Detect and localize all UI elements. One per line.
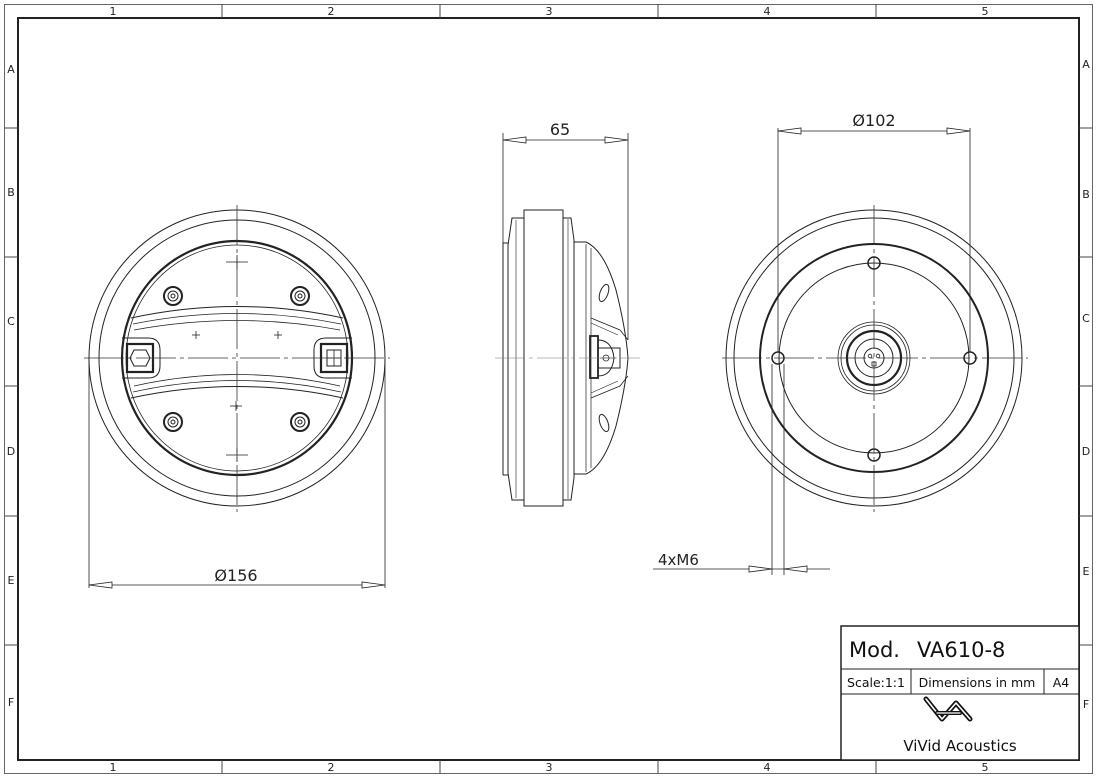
zone-col-5-top: 5	[982, 5, 989, 18]
zone-row-e-right: E	[1083, 565, 1090, 578]
zone-col-3-bottom: 3	[546, 761, 553, 774]
side-view: 65	[495, 120, 640, 507]
zone-row-c-left: C	[7, 315, 15, 328]
zone-col-2-bottom: 2	[328, 761, 335, 774]
title-model-prefix: Mod.	[849, 638, 900, 662]
zone-row-a-right: A	[1082, 58, 1090, 71]
zone-row-f-right: F	[1083, 698, 1089, 711]
vivid-acoustics-logo-icon	[923, 696, 973, 722]
zone-col-5-bottom: 5	[982, 761, 989, 774]
zone-row-b-right: B	[1082, 188, 1090, 201]
zone-row-f-left: F	[8, 696, 14, 709]
title-model-number: VA610-8	[917, 638, 1005, 662]
zone-col-3-top: 3	[546, 5, 553, 18]
front-diameter-dimension	[88, 358, 386, 589]
rear-hole-callout-label: 4xM6	[658, 551, 699, 569]
side-depth-dimension	[502, 133, 629, 340]
zone-col-4-top: 4	[764, 5, 771, 18]
rear-bolt-circle-dimension	[777, 127, 971, 352]
zone-row-e-left: E	[8, 574, 15, 587]
rear-bolt-circle-label: Ø102	[852, 111, 895, 130]
rear-view: Ø102 4xM6	[653, 111, 1028, 575]
title-scale: Scale:1:1	[847, 675, 905, 690]
zone-row-b-left: B	[7, 186, 15, 199]
zone-col-1-top: 1	[110, 5, 117, 18]
title-units: Dimensions in mm	[919, 675, 1036, 690]
zone-col-2-top: 2	[328, 5, 335, 18]
front-view: Ø156	[84, 205, 390, 589]
title-block: Mod. VA610-8 Scale:1:1 Dimensions in mm …	[840, 625, 1080, 761]
side-depth-label: 65	[550, 120, 570, 139]
front-diameter-label: Ø156	[214, 566, 257, 585]
zone-col-1-bottom: 1	[110, 761, 117, 774]
rear-hole-callout	[653, 364, 830, 575]
front-screw-bosses	[163, 286, 310, 432]
title-company: ViVid Acoustics	[903, 737, 1017, 755]
zone-row-c-right: C	[1082, 312, 1090, 325]
zone-row-d-left: D	[7, 445, 15, 458]
zone-row-a-left: A	[7, 63, 15, 76]
zone-row-d-right: D	[1082, 445, 1090, 458]
sheet-frame: 1 2 3 4 5 1 2 3 4 5 A B C D E F A B C D …	[4, 4, 1093, 774]
zone-col-4-bottom: 4	[764, 761, 771, 774]
title-paper-size: A4	[1053, 675, 1070, 690]
